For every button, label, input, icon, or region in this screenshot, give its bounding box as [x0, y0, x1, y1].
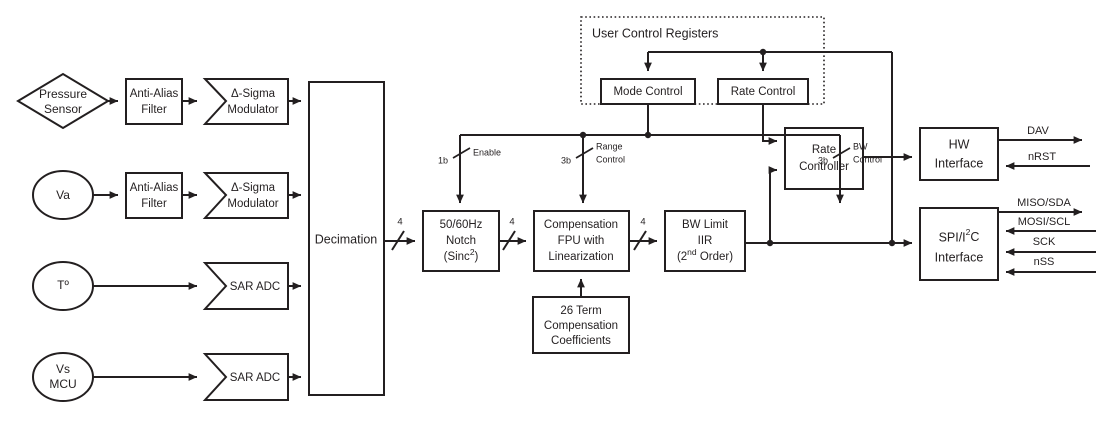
hw-interface-label-2: Interface — [935, 156, 984, 170]
compensation-coefficients-label-3: Coefficients — [551, 335, 611, 347]
bus-slash-3 — [633, 230, 647, 251]
delta-sigma-modulator-2-label-1: Δ-Sigma — [231, 182, 276, 194]
decimation-block — [308, 81, 385, 396]
sar-adc-2 — [202, 353, 289, 401]
vs-mcu-source-label-1: Vs — [56, 362, 70, 376]
pressure-sensor-label-2: Sensor — [44, 102, 82, 116]
compensation-fpu-label-3: Linearization — [548, 251, 613, 263]
user-control-registers-label: User Control Registers — [592, 26, 718, 40]
anti-alias-filter-2-label-1: Anti-Alias — [130, 182, 179, 194]
va-source-label: Va — [56, 188, 70, 202]
anti-alias-filter-2-label-2: Filter — [141, 198, 167, 210]
compensation-coefficients-label-2: Compensation — [544, 320, 618, 332]
rate-controller-label-2: Controller — [799, 161, 849, 173]
mosi-scl-signal-label: MOSI/SCL — [1018, 216, 1071, 228]
sar-adc-1-label: SAR ADC — [230, 281, 281, 293]
anti-alias-filter-1-label-1: Anti-Alias — [130, 88, 179, 100]
enable-control-label: Enable — [473, 147, 501, 157]
range-control-width: 3b — [561, 155, 571, 165]
mode-control-block — [600, 78, 696, 105]
anti-alias-filter-1-label-2: Filter — [141, 104, 167, 116]
enable-control-width: 1b — [438, 155, 448, 165]
range-control-tick — [575, 147, 594, 159]
enable-control-tick — [452, 147, 471, 159]
compensation-fpu-label-2: FPU with — [558, 235, 605, 247]
junction-top-feed — [759, 48, 767, 56]
vs-mcu-source-label-2: MCU — [49, 377, 76, 391]
user-control-registers-group — [580, 16, 825, 105]
range-control-label-2: Control — [596, 154, 625, 164]
decimation-label: Decimation — [315, 232, 378, 246]
bw-control-width: 3b — [818, 155, 828, 165]
spi-i2c-interface-label-2: Interface — [935, 250, 984, 264]
anti-alias-filter-1 — [125, 78, 183, 125]
compensation-coefficients-label-1: 26 Term — [560, 305, 601, 317]
bus-slash-2 — [502, 230, 516, 251]
bw-control-label-2: Control — [853, 154, 882, 164]
miso-sda-signal-label: MISO/SDA — [1017, 197, 1071, 209]
hw-interface-label-1: HW — [949, 137, 970, 151]
bus-width-label-2: 4 — [509, 217, 514, 228]
delta-sigma-modulator-1-label-2: Modulator — [227, 104, 278, 116]
pressure-sensor-label-1: Pressure — [39, 87, 87, 101]
bw-limit-iir-label-2: IIR — [698, 235, 713, 247]
wire-rate-control-to-controller — [762, 104, 778, 145]
spi-i2c-interface-block — [919, 207, 999, 281]
delta-sigma-modulator-2 — [202, 172, 289, 219]
rate-controller-label-1: Rate — [812, 144, 836, 156]
mode-control-label: Mode Control — [613, 86, 682, 98]
bw-control-label-1: BW — [853, 141, 868, 151]
notch-filter-block — [422, 210, 500, 272]
compensation-fpu-block — [533, 210, 630, 272]
sck-signal-label: SCK — [1033, 236, 1056, 248]
nrst-signal-label: nRST — [1028, 151, 1056, 163]
range-control-label-1: Range — [596, 141, 623, 151]
anti-alias-filter-2 — [125, 172, 183, 219]
temp-source-label: Tº — [57, 278, 69, 292]
hw-interface-block — [919, 127, 999, 181]
sar-adc-1 — [202, 262, 289, 310]
notch-filter-label-2: Notch — [446, 235, 476, 247]
bus-width-label-3: 4 — [640, 217, 645, 228]
delta-sigma-modulator-1 — [202, 78, 289, 125]
bw-limit-iir-block — [664, 210, 746, 272]
notch-filter-label-1: 50/60Hz — [440, 219, 483, 231]
delta-sigma-modulator-1-label-1: Δ-Sigma — [231, 88, 276, 100]
dav-signal-label: DAV — [1027, 125, 1049, 137]
bw-control-tick — [832, 147, 851, 159]
spi-i2c-interface-label-1: SPI/I2C — [939, 227, 980, 244]
rate-control-label: Rate Control — [731, 86, 796, 98]
bus-slash-1 — [391, 230, 405, 251]
bw-limit-iir-label-1: BW Limit — [682, 219, 729, 231]
wire-bwlimit-to-rate-controller — [768, 166, 778, 243]
sar-adc-2-label: SAR ADC — [230, 372, 281, 384]
junction-mode-bus-center — [644, 131, 652, 139]
delta-sigma-modulator-2-label-2: Modulator — [227, 198, 278, 210]
compensation-fpu-label-1: Compensation — [544, 219, 618, 231]
nss-signal-label: nSS — [1034, 256, 1055, 268]
rate-controller-block — [784, 127, 864, 190]
bus-width-label-1: 4 — [397, 217, 402, 228]
